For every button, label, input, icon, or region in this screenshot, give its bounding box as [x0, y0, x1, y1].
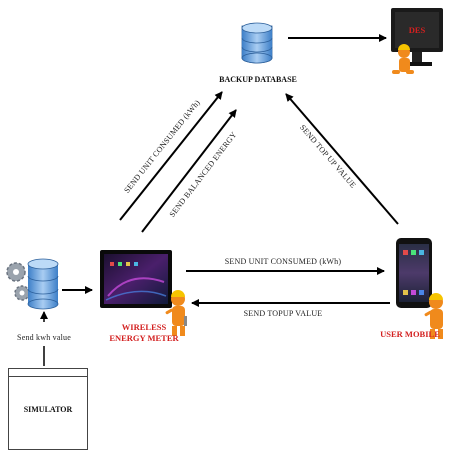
- edge-label-mobile-meter-topup: SEND TOPUP VALUE: [244, 309, 323, 318]
- user-mobile-worker-icon: [424, 293, 443, 339]
- des-monitor-icon: DES: [391, 8, 443, 66]
- simulator-box: SIMULATOR: [8, 368, 88, 450]
- energy-meter-label-line2: ENERGY METER: [109, 333, 179, 343]
- energy-meter-tablet-icon: [100, 250, 172, 308]
- send-kwh-value-label: Send kwh value: [17, 333, 71, 342]
- source-database-icon: [27, 258, 59, 310]
- backup-database-label: BACKUP DATABASE: [219, 75, 297, 84]
- user-mobile-phone-icon: [396, 238, 432, 308]
- user-mobile-label: USER MOBILE: [380, 329, 440, 339]
- energy-meter-worker-icon: [165, 290, 187, 336]
- des-label: DES: [409, 25, 426, 35]
- gears-icon: [6, 262, 30, 301]
- des-worker-icon: [392, 44, 414, 74]
- edge-label-mobile-db-topup: SEND TOP UP VALUE: [298, 123, 358, 190]
- simulator-label: SIMULATOR: [23, 405, 73, 414]
- edge-label-meter-db-balance: SEND BALANCED ENERGY: [168, 130, 239, 219]
- energy-meter-label-line1: WIRELESS: [122, 322, 167, 332]
- edge-label-meter-db-unit: SEND UNIT CONSUMED (kWh): [122, 98, 202, 195]
- arrow-meter-to-db-balance: [141, 109, 237, 233]
- arrow-mobile-to-db: [285, 93, 399, 225]
- edge-label-meter-mobile-unit: SEND UNIT CONSUMED (kWh): [225, 257, 342, 266]
- arrow-meter-to-db-unit: [119, 91, 223, 221]
- backup-database-icon: [241, 22, 273, 64]
- simulator-title-bar: [9, 369, 87, 377]
